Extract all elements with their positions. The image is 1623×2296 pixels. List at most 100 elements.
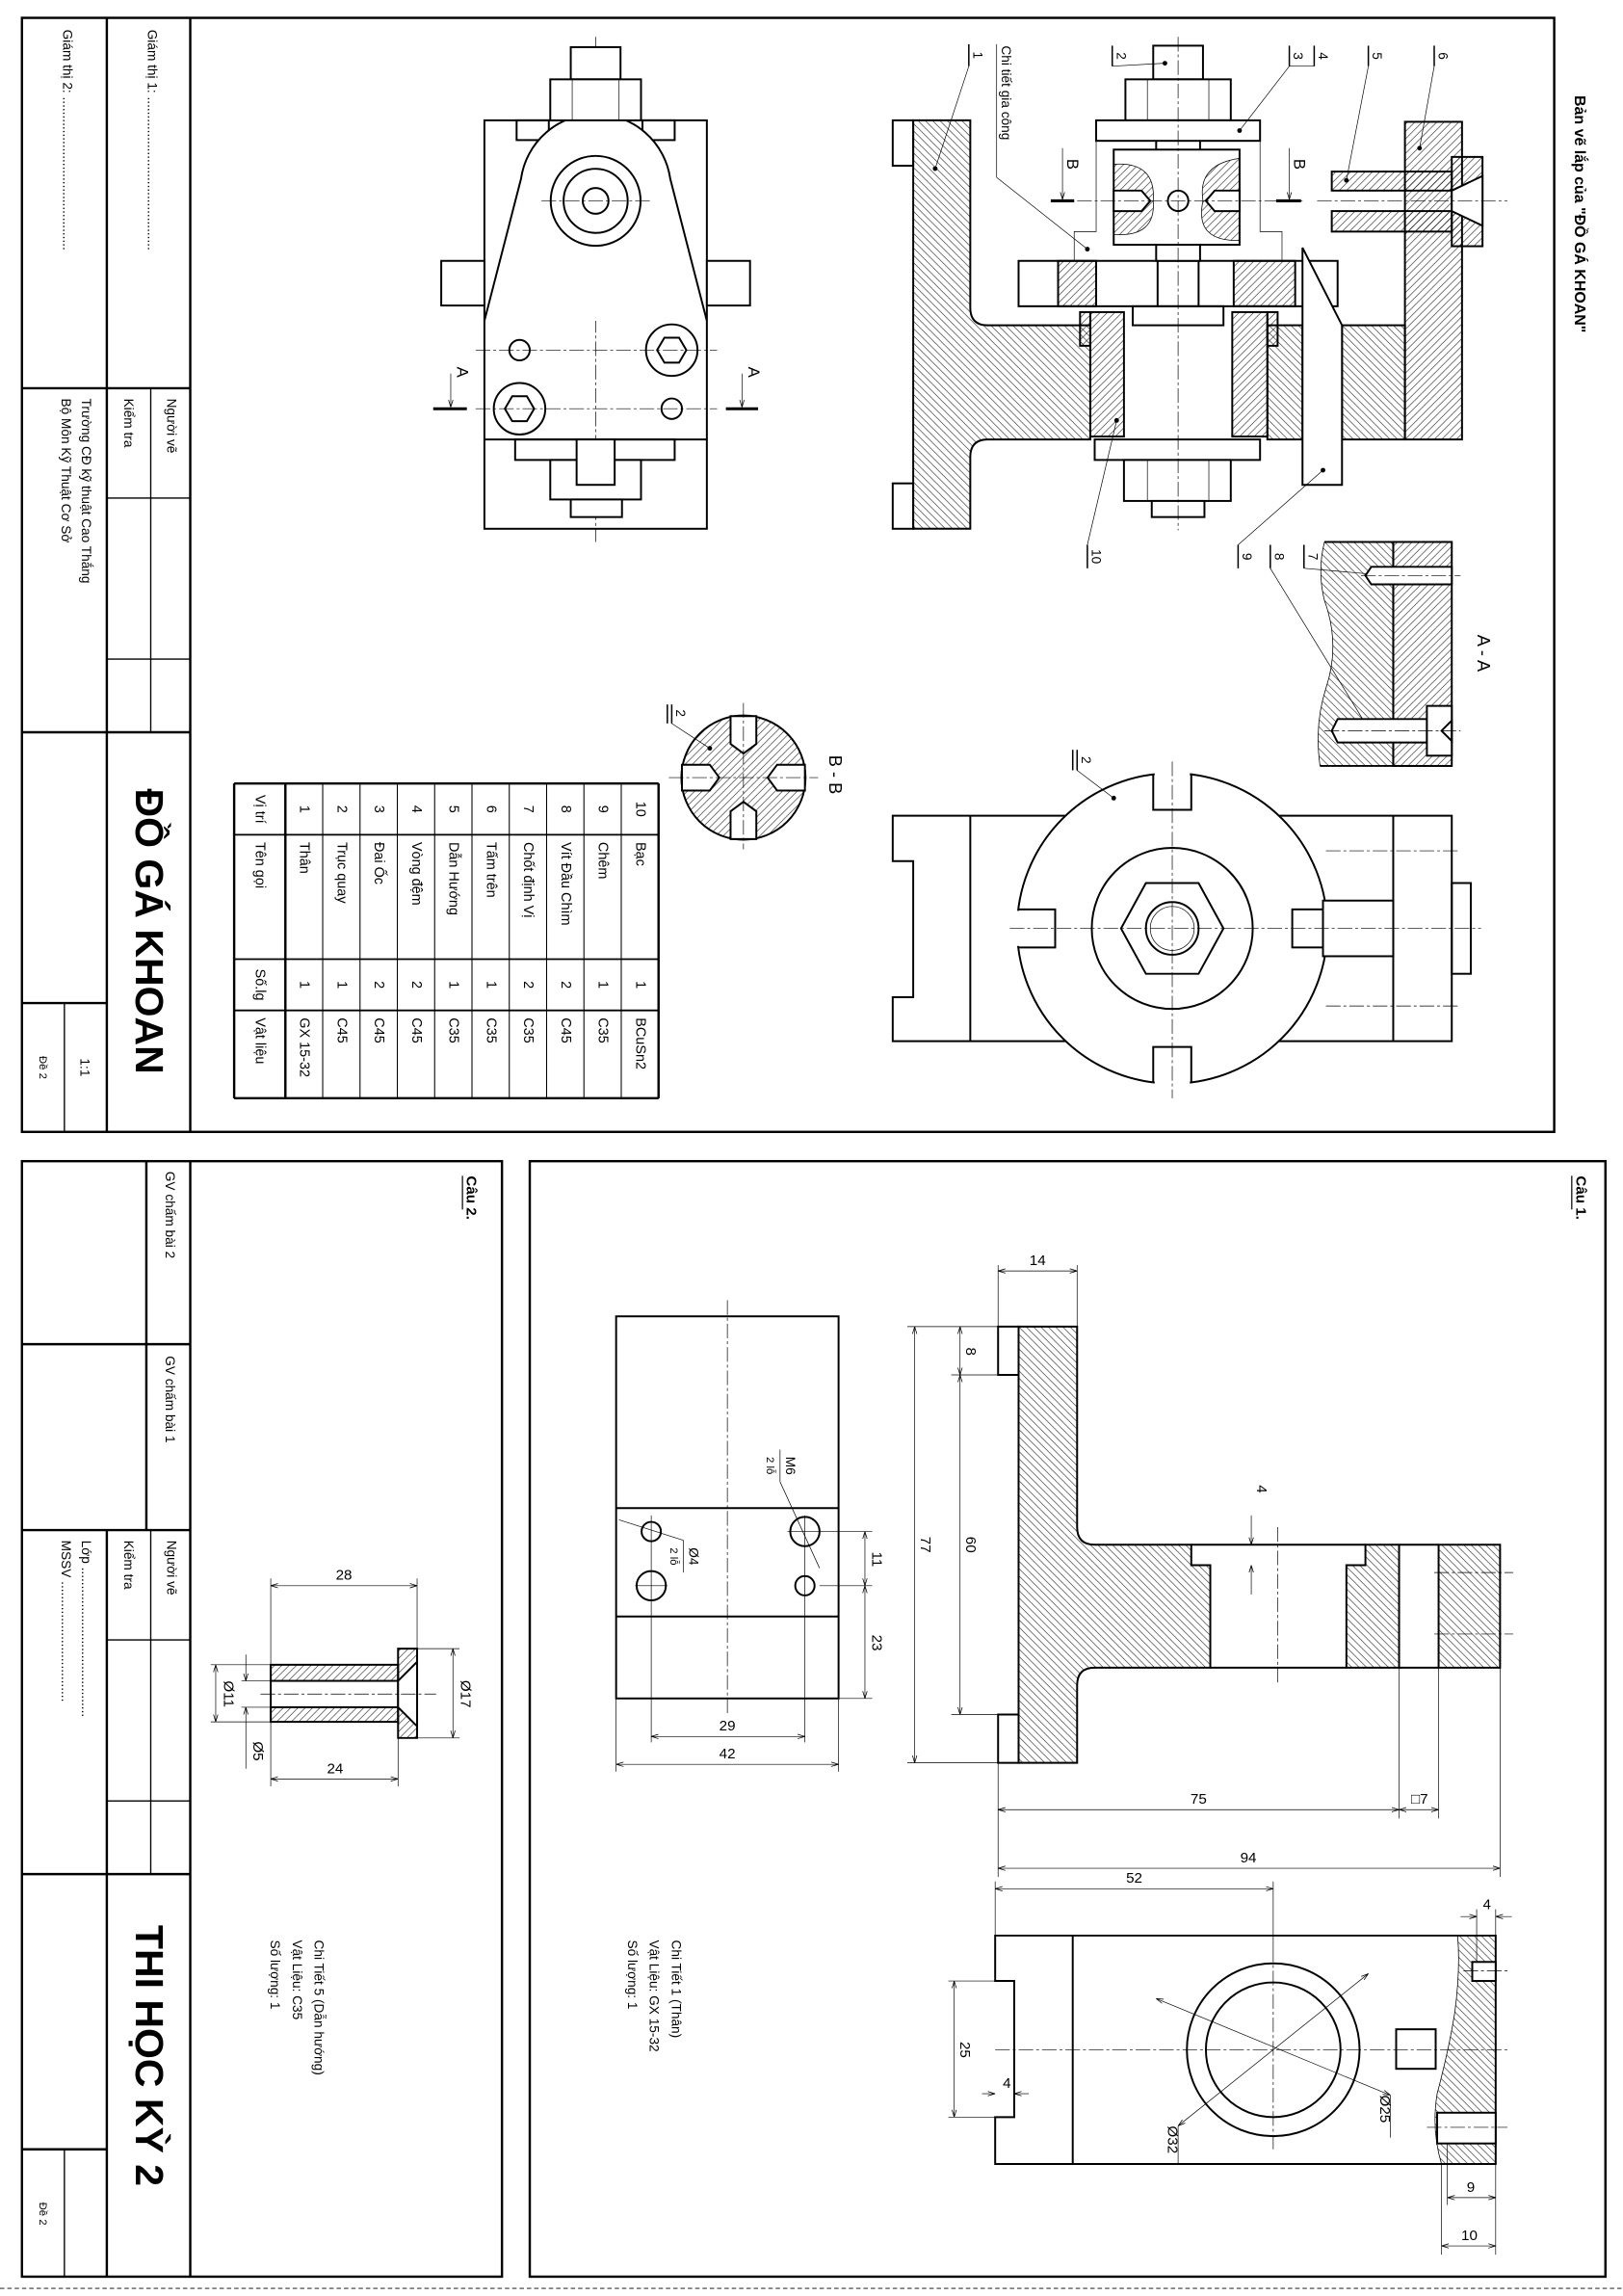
table-cell-material: C35 [446,1017,461,1042]
department-name: Bộ Môn Kỹ Thuật Cơ Sở [59,399,73,543]
assembly-side-view: A A [432,37,763,542]
svg-text:Chi tiết gia công: Chi tiết gia công [999,45,1013,140]
svg-text:2: 2 [1113,52,1128,60]
section-marker-b-left: B [1063,159,1082,170]
thread-callout-m6: M6 2 lỗ [764,1449,821,1569]
svg-text:6: 6 [1436,52,1451,60]
dim-4-left: 4 [1003,2075,1010,2092]
svg-text:2: 2 [673,709,688,717]
table-cell-quantity: 1 [297,981,312,989]
svg-text:10: 10 [1089,549,1104,565]
table-cell-position: 1 [297,805,312,813]
student-id-field: MSSV ................................. [59,1541,73,1702]
assembly-section-view: B B 1 Chi tiết gia công 2 3 4 [891,37,1507,733]
table-cell-quantity: 1 [333,981,349,989]
section-a-a-view: A - A [1318,541,1494,767]
table-cell-name: Trục quay [333,842,349,904]
table-cell-quantity: 1 [632,981,647,989]
examiner-1-field: Giám thị 1: ............................… [145,30,160,251]
svg-text:M6: M6 [783,1457,798,1475]
table-cell-name: Dẫn Hướng [446,842,462,915]
section-marker-a-right: A [745,367,763,379]
section-marker-b-right: B [1291,159,1309,170]
table-header-position: Vị trí [252,795,268,824]
table-cell-material: C45 [558,1017,573,1042]
table-cell-position: 7 [520,805,536,813]
balloon-2: 2 [1111,45,1167,67]
dim-o5: Ø5 [249,1741,266,1760]
grader-2-label: GV chấm bài 2 [163,1172,177,1258]
svg-text:3: 3 [1291,52,1305,60]
checked-by-label: Kiểm tra [121,399,136,448]
dim-29: 29 [720,1718,736,1734]
dim-o17: Ø17 [458,1680,474,1708]
table-cell-name: Bạc [632,842,647,866]
question-1: Câu 1. 14 77 8 60 [615,1175,1588,2256]
dim-77: 77 [917,1537,933,1553]
table-header-name: Tên gọi [252,842,268,888]
dim-14: 14 [1030,1253,1046,1269]
dim-24: 24 [327,1760,343,1777]
dim-4-top: 4 [1482,1897,1490,1913]
dim-94: 94 [1241,1850,1257,1866]
svg-text:Chi Tiết 5 (Dẫn hướng): Chi Tiết 5 (Dẫn hướng) [312,1940,327,2074]
table-cell-position: 4 [408,805,424,813]
question-1-frame [528,1159,1607,2279]
balloon-9: 9 [1237,467,1325,568]
question-2: Câu 2. 28 24 Ø17 Ø11 Ø5 C [210,1175,480,2075]
dim-75: 75 [1191,1791,1207,1808]
workpiece-callout: Chi tiết gia công [996,43,1090,252]
drawing-title: ĐỒ GÁ KHOAN [127,789,171,1074]
title-block-assembly: Giám thị 1: ............................… [21,17,192,1132]
table-cell-material: C35 [483,1017,498,1042]
svg-text:2 lỗ: 2 lỗ [668,1547,680,1565]
svg-text:9: 9 [1240,553,1254,561]
dim-42: 42 [720,1746,736,1762]
table-cell-position: 9 [595,805,611,813]
section-b-b-view: B - B 2 [667,702,846,850]
svg-text:Vật Liệu: C35: Vật Liệu: C35 [290,1940,304,2019]
svg-text:Số lượng: 1: Số lượng: 1 [625,1940,640,2009]
table-cell-name: Chốt định Vị [520,842,536,918]
assembly-sheet-frame [20,16,1556,1134]
table-cell-material: GX 15-32 [297,1017,312,1077]
part-5-note: Chi Tiết 5 (Dẫn hướng) Vật Liệu: C35 Số … [268,1940,327,2074]
hole-callout-o4: Ø4 2 lỗ [618,1519,701,1573]
table-cell-name: Thân [297,842,312,874]
question-1-label: Câu 1. [1572,1175,1588,1220]
table-cell-name: Đai Ốc [371,842,388,884]
dim-52: 52 [1126,1870,1142,1887]
dim-10: 10 [1461,2228,1478,2244]
table-cell-position: 8 [558,805,573,813]
table-cell-position: 2 [333,805,349,813]
table-cell-material: C45 [408,1017,424,1042]
table-cell-quantity: 2 [371,981,386,989]
table-cell-material: C35 [595,1017,611,1042]
table-cell-material: BCuSn2 [632,1017,647,1069]
svg-text:2: 2 [1079,756,1093,764]
exam-code: Đề 2 [37,2203,48,2226]
svg-text:2 lỗ: 2 lỗ [764,1457,776,1474]
table-cell-quantity: 1 [483,981,498,989]
dim-9: 9 [1467,2179,1475,2196]
dim-60: 60 [962,1537,979,1553]
svg-text:4: 4 [1316,52,1330,60]
checked-by-label: Kiểm tra [121,1541,136,1590]
table-cell-position: 5 [446,805,461,813]
scale-value: 1:1 [78,1058,92,1076]
table-cell-material: C35 [520,1017,536,1042]
section-marker-a-left: A [454,367,472,379]
exam-code: Đề 2 [37,1056,48,1079]
drawn-by-label: Người vẽ [164,399,178,454]
part-1-side-view: 11 23 29 42 M6 2 lỗ Ø4 2 lỗ [615,1300,885,1772]
balloon-2-top-view: 2 [1071,750,1116,801]
svg-text:5: 5 [1370,52,1384,60]
table-cell-name: Chêm [595,842,611,879]
dim-23: 23 [869,1635,885,1651]
balloon-5: 5 [1344,45,1384,183]
table-cell-quantity: 2 [558,981,573,989]
svg-text:7: 7 [1305,553,1320,561]
part-1-top-view: Ø32 Ø25 52 4 25 4 9 10 [948,1870,1512,2256]
svg-text:8: 8 [1271,553,1286,561]
class-field: Lớp ....................................… [79,1541,93,1718]
